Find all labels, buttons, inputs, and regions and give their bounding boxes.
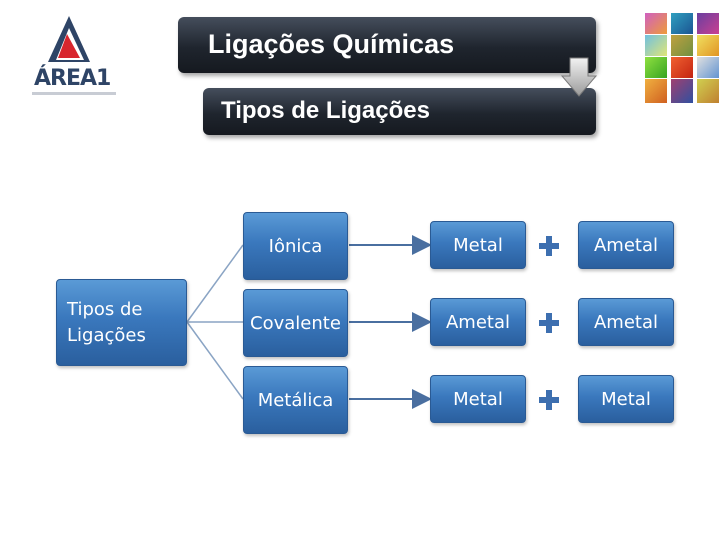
logo-sail-icon — [48, 16, 90, 62]
area1-logo: ÁREA1 — [24, 14, 124, 95]
down-arrow-icon — [560, 57, 598, 97]
type-node-ionica: Iônica — [243, 212, 348, 280]
element-node-right: Ametal — [578, 221, 674, 269]
element-node-right: Metal — [578, 375, 674, 423]
collage-photo — [696, 12, 720, 38]
plus-icon — [539, 313, 559, 333]
logo-text: ÁREA1 — [34, 66, 111, 91]
plus-icon — [539, 390, 559, 410]
logo-underline — [32, 92, 116, 95]
collage-photo — [644, 56, 668, 82]
collage-photo — [670, 34, 694, 60]
element-node-left: Ametal — [430, 298, 526, 346]
chemistry-photo-collage — [644, 12, 722, 104]
plus-icon — [539, 236, 559, 256]
collage-photo — [670, 12, 694, 38]
collage-photo — [696, 78, 720, 104]
element-node-right: Ametal — [578, 298, 674, 346]
branch-line-metalica — [186, 321, 244, 400]
collage-photo — [670, 56, 694, 82]
collage-photo — [670, 78, 694, 104]
collage-photo — [644, 78, 668, 104]
type-node-covalente: Covalente — [243, 289, 348, 357]
type-node-metalica: Metálica — [243, 366, 348, 434]
collage-photo — [696, 56, 720, 82]
page-subtitle: Tipos de Ligações — [203, 88, 596, 135]
branch-line-ionica — [186, 244, 244, 323]
element-node-left: Metal — [430, 375, 526, 423]
element-node-left: Metal — [430, 221, 526, 269]
root-node: Tipos de Ligações — [56, 279, 187, 366]
page-title: Ligações Químicas — [178, 17, 596, 73]
